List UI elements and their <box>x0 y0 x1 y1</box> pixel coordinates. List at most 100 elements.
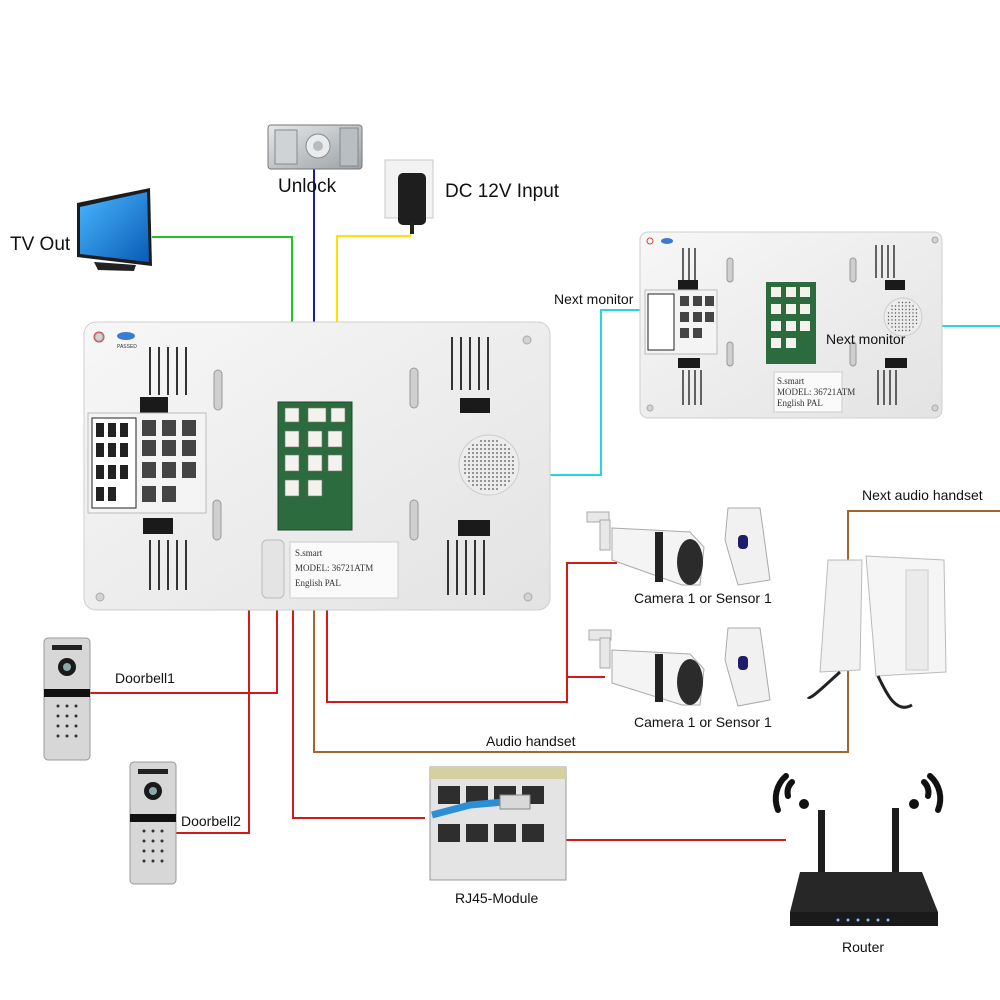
speaker-hole <box>468 472 470 474</box>
speaker-hole <box>464 464 466 466</box>
speaker-hole <box>492 472 494 474</box>
speaker-hole <box>905 329 907 332</box>
doorbell-1-icon <box>43 637 91 761</box>
speaker-hole <box>898 319 900 321</box>
speaker-hole <box>901 319 904 321</box>
wifi-signal-right-icon <box>909 773 944 813</box>
doorbell-1-label: Doorbell1 <box>115 670 175 686</box>
speaker-hole <box>488 460 490 462</box>
speaker-hole <box>891 326 893 328</box>
speaker-hole <box>488 468 490 470</box>
camera-wire <box>326 440 617 703</box>
speaker-hole <box>472 460 474 462</box>
speaker-hole <box>476 460 478 462</box>
speaker-hole <box>500 464 502 466</box>
speaker-hole <box>908 308 911 311</box>
speaker-hole <box>480 480 482 482</box>
speaker-hole <box>908 329 911 332</box>
speaker-hole <box>488 440 490 442</box>
speaker-hole <box>504 460 506 462</box>
speaker-hole <box>512 468 514 470</box>
vent-right-bottom <box>447 540 485 595</box>
speaker-hole <box>488 488 490 490</box>
speaker-hole <box>894 326 897 328</box>
speaker-hole <box>476 468 478 470</box>
speaker-hole <box>492 476 494 478</box>
speaker-hole <box>912 326 914 328</box>
speaker-hole <box>905 308 907 311</box>
speaker-hole <box>915 312 918 314</box>
speaker-hole <box>488 464 490 466</box>
speaker-hole <box>496 476 498 478</box>
speaker-hole <box>915 308 918 311</box>
main-brand: S.smart <box>295 548 323 558</box>
speaker-hole <box>504 468 506 470</box>
speaker-hole <box>496 444 498 446</box>
speaker-hole <box>476 476 478 478</box>
speaker-hole <box>915 315 918 318</box>
speaker-hole <box>492 444 494 446</box>
speaker-hole <box>464 456 466 458</box>
speaker-hole <box>492 448 494 450</box>
speaker-hole <box>905 319 907 321</box>
speaker-hole <box>898 329 900 332</box>
speaker-hole <box>500 472 502 474</box>
speaker-hole <box>898 301 900 304</box>
speaker-hole <box>496 472 498 474</box>
speaker-hole <box>887 312 890 314</box>
speaker-hole <box>500 452 502 454</box>
speaker-hole <box>492 484 494 486</box>
speaker-hole <box>500 480 502 482</box>
handset-wire <box>313 500 1000 753</box>
speaker-hole <box>500 460 502 462</box>
speaker-hole <box>472 452 474 454</box>
speaker-hole <box>480 484 482 486</box>
speaker-hole <box>901 329 904 332</box>
speaker-hole <box>468 452 470 454</box>
speaker-hole <box>468 480 470 482</box>
vent-left-top <box>149 347 187 395</box>
qc-text: PASSED <box>117 344 137 350</box>
speaker-hole <box>504 480 506 482</box>
speaker-hole <box>898 305 900 307</box>
speaker-hole <box>484 468 486 470</box>
speaker-hole <box>915 322 918 325</box>
speaker-hole <box>464 472 466 474</box>
next-audio-handset-label: Next audio handset <box>862 487 983 503</box>
speaker-hole <box>908 312 911 314</box>
speaker-hole <box>480 460 482 462</box>
speaker-hole <box>496 448 498 450</box>
speaker-hole <box>887 315 890 318</box>
speaker-hole <box>492 488 494 490</box>
speaker-hole <box>480 448 482 450</box>
speaker-hole <box>492 452 494 454</box>
speaker-hole <box>472 480 474 482</box>
tv-out-label: TV Out <box>10 234 71 255</box>
speaker-hole <box>484 448 486 450</box>
next-model: MODEL: 36721ATM <box>777 387 855 397</box>
speaker-hole <box>898 326 900 328</box>
speaker-hole <box>492 464 494 466</box>
speaker-hole <box>484 480 486 482</box>
speaker-hole <box>901 312 904 314</box>
speaker-hole <box>500 484 502 486</box>
speaker-hole <box>894 305 897 307</box>
speaker-hole <box>468 456 470 458</box>
speaker-hole <box>476 472 478 474</box>
next-monitor-back: S.smart MODEL: 36721ATM English PAL <box>639 231 943 419</box>
speaker-hole <box>488 472 490 474</box>
speaker-hole <box>508 460 510 462</box>
speaker-hole <box>488 484 490 486</box>
speaker-hole <box>472 464 474 466</box>
speaker-hole <box>912 322 914 325</box>
speaker-hole <box>894 319 897 321</box>
speaker-hole <box>484 488 486 490</box>
speaker-hole <box>891 312 893 314</box>
main-model: MODEL: 36721ATM <box>295 563 373 573</box>
speaker-hole <box>894 312 897 314</box>
speaker-hole <box>480 444 482 446</box>
speaker-hole <box>512 460 514 462</box>
rj45-label: RJ45-Module <box>455 890 538 906</box>
speaker-hole <box>912 305 914 307</box>
speaker-hole <box>488 480 490 482</box>
